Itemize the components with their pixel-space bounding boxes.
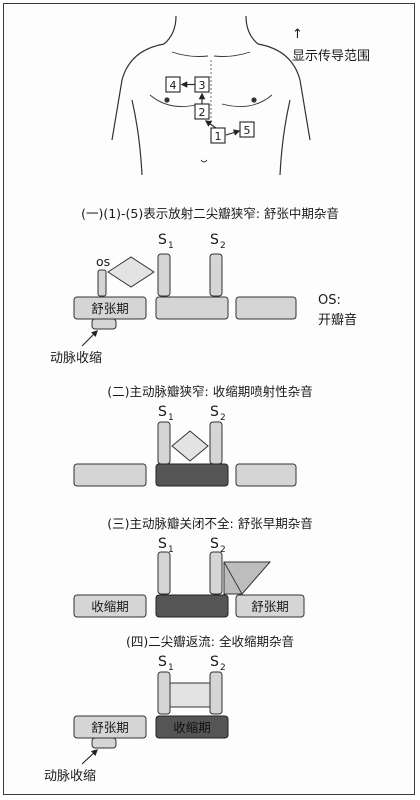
atrial-contraction-bar: [91, 737, 117, 749]
node-3-label: 3: [199, 79, 206, 92]
node-4: [165, 76, 181, 93]
diastole-box: [73, 463, 147, 487]
figure-frame: [3, 3, 415, 795]
systole-box: [73, 594, 147, 618]
s2-subscript: 2: [220, 545, 226, 555]
atrial-contraction-arrow: [81, 749, 98, 765]
s2-subscript: 2: [220, 241, 226, 251]
ejection-murmur: [171, 430, 209, 462]
s1-subscript: 1: [168, 241, 174, 251]
s2-label: S: [210, 536, 219, 552]
os-note-text: 开瓣音: [318, 312, 357, 328]
systole-box-highlighted: [155, 463, 229, 487]
section-3-caption: (三)主动脉瓣关闭不全: 舒张早期杂音: [107, 516, 312, 531]
s1-label: S: [158, 536, 167, 552]
systole-box-highlighted: [155, 594, 229, 618]
s1-subscript: 1: [168, 413, 174, 423]
conduction-arrows: [180, 81, 241, 136]
atrial-contraction-label: 动脉收缩: [44, 768, 96, 784]
section-mitral-stenosis: (一)(1)-(5)表示放射二尖瓣狭窄: 舒张中期杂音 S 1 S 2 os 舒…: [50, 206, 357, 366]
s2-sound-bar: [209, 421, 223, 465]
s2-label: S: [210, 654, 219, 670]
diastole-label: 舒张期: [91, 720, 129, 735]
mid-diastolic-murmur: [107, 256, 155, 288]
s2-sound-bar: [209, 671, 223, 715]
s1-label: S: [158, 404, 167, 420]
torso-illustration: [111, 15, 311, 176]
diastole-label: 舒张期: [251, 599, 289, 614]
s2-sound-bar: [209, 253, 223, 297]
section-1-caption: (一)(1)-(5)表示放射二尖瓣狭窄: 舒张中期杂音: [81, 206, 339, 221]
legend-arrow-icon: ↑: [292, 27, 303, 42]
s2-label: S: [210, 232, 219, 248]
early-diastolic-murmur: [223, 561, 272, 595]
s1-label: S: [158, 232, 167, 248]
node-5-label: 5: [244, 124, 251, 137]
s2-subscript: 2: [220, 413, 226, 423]
systole-label: 收缩期: [91, 599, 129, 614]
auscultation-nodes: 4 3 2 1 5: [165, 76, 255, 144]
os-note-title: OS:: [318, 293, 341, 308]
next-diastole-box: [235, 463, 297, 487]
legend-text: 显示传导范围: [292, 49, 370, 64]
s1-sound-bar: [157, 671, 171, 715]
next-diastole-box: [235, 296, 297, 320]
node-1-label: 1: [215, 130, 222, 143]
section-aortic-stenosis: (二)主动脉瓣狭窄: 收缩期喷射性杂音 S 1 S 2: [73, 384, 313, 487]
diastole-box: [235, 594, 305, 618]
holosystolic-murmur: [169, 682, 211, 708]
systole-label: 收缩期: [173, 720, 211, 735]
section-aortic-regurgitation: (三)主动脉瓣关闭不全: 舒张早期杂音 S 1 S 2 收缩期 舒张期: [73, 516, 313, 618]
section-2-caption: (二)主动脉瓣狭窄: 收缩期喷射性杂音: [107, 384, 312, 399]
os-sound-bar: [97, 269, 107, 297]
torso-legend: ↑ 显示传导范围: [292, 27, 370, 64]
s2-sound-bar: [209, 551, 223, 595]
section-4-caption: (四)二尖瓣返流: 全收缩期杂音: [126, 634, 294, 649]
s2-subscript: 2: [220, 663, 226, 673]
s1-sound-bar: [157, 253, 171, 297]
atrial-contraction-arrow: [81, 330, 98, 347]
os-label: os: [96, 254, 110, 269]
systole-box-highlighted: [155, 715, 229, 739]
node-2-label: 2: [199, 106, 206, 119]
murmur-divider: [223, 561, 243, 595]
node-4-label: 4: [170, 79, 177, 92]
s1-subscript: 1: [168, 545, 174, 555]
s1-sound-bar: [157, 551, 171, 595]
atrial-contraction-label: 动脉收缩: [50, 350, 102, 366]
atrial-contraction-bar: [91, 318, 117, 330]
s1-sound-bar: [157, 421, 171, 465]
systole-box: [155, 296, 229, 320]
s1-subscript: 1: [168, 663, 174, 673]
s1-label: S: [158, 654, 167, 670]
node-1: [210, 127, 226, 144]
diastole-label: 舒张期: [91, 301, 129, 316]
section-mitral-regurgitation: (四)二尖瓣返流: 全收缩期杂音 S 1 S 2 舒张期 收缩期 动脉收缩: [44, 634, 294, 784]
s2-label: S: [210, 404, 219, 420]
